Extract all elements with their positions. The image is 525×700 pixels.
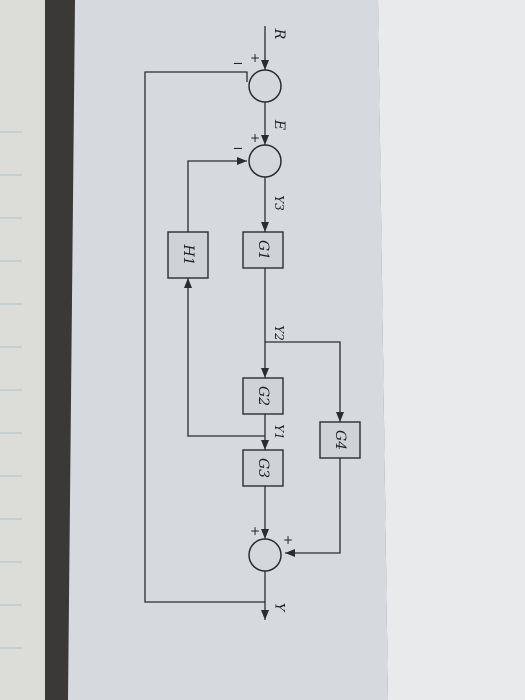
summing-junction-2 xyxy=(248,144,282,178)
signal-label-y3: Y3 xyxy=(272,195,286,211)
arrow-into-g3 xyxy=(261,440,269,450)
signal-label-y2: Y2 xyxy=(272,325,286,341)
arrow-into-sum1 xyxy=(261,60,269,70)
block-g1-label: G1 xyxy=(255,240,271,260)
paper-right-area xyxy=(378,0,525,700)
sign-markers: + − + − + + xyxy=(233,51,293,547)
block-g3-label: G3 xyxy=(255,458,271,478)
sign-sum2-input: + xyxy=(250,131,260,145)
wire-y1-to-h1 xyxy=(187,278,265,437)
arrow-h1-into-sum2 xyxy=(237,157,247,165)
summing-junction-1 xyxy=(248,69,282,103)
sign-sum3-input: + xyxy=(250,524,260,538)
wire-h1-feedback xyxy=(187,160,247,232)
sign-sum1-input: + xyxy=(250,51,260,65)
arrow-g4-into-sum3 xyxy=(285,549,295,557)
block-h1-label: H1 xyxy=(180,243,196,265)
signal-label-y1: Y1 xyxy=(272,424,286,440)
arrow-into-g4 xyxy=(336,412,344,422)
notebook-ruling xyxy=(0,131,22,649)
arrow-into-sum2 xyxy=(261,135,269,145)
paper-sheet xyxy=(68,0,388,700)
signal-label-y: Y xyxy=(272,603,287,613)
block-g2: G2 xyxy=(242,377,284,415)
notebook-page xyxy=(0,0,45,700)
arrow-into-g2 xyxy=(261,368,269,378)
block-g3: G3 xyxy=(242,449,284,487)
sign-sum3-g4: + xyxy=(283,533,293,547)
signal-label-e: E xyxy=(271,119,287,130)
wire-g4-to-sum xyxy=(285,458,341,554)
arrowheads xyxy=(184,60,344,620)
arrow-into-sum3 xyxy=(261,529,269,539)
block-g4-label: G4 xyxy=(332,430,348,450)
wire-outer-feedback xyxy=(144,71,265,603)
wire-y2-to-g4 xyxy=(265,341,341,422)
sign-sum2-feedback: − xyxy=(233,142,244,157)
arrow-output xyxy=(261,610,269,620)
block-g4: G4 xyxy=(319,421,361,459)
arrow-into-g1 xyxy=(261,222,269,232)
arrow-into-h1 xyxy=(184,278,192,288)
sign-sum1-feedback: − xyxy=(233,57,244,72)
block-h1: H1 xyxy=(167,231,209,279)
block-g2-label: G2 xyxy=(255,386,271,406)
block-g1: G1 xyxy=(242,231,284,269)
summing-junction-3 xyxy=(248,538,282,572)
signal-label-r: R xyxy=(271,28,287,40)
